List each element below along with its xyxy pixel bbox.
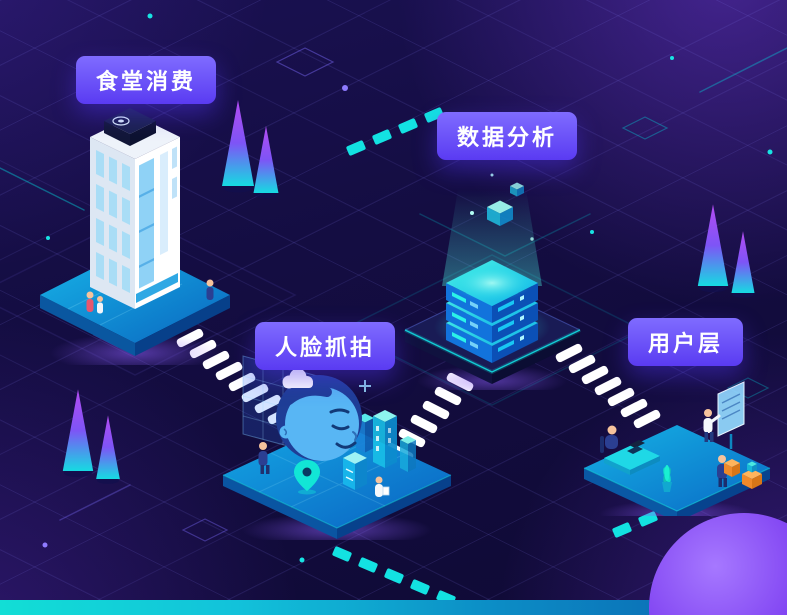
cloud-icon	[282, 368, 313, 389]
light-beam	[442, 189, 542, 286]
desk-with-person	[600, 425, 660, 475]
right-face-windows	[136, 146, 178, 304]
server-stack-icon	[446, 260, 538, 363]
teal-dash-line-top-icon	[345, 106, 445, 157]
floating-cubes-icon	[470, 173, 534, 241]
face-capture-illustration	[222, 355, 452, 540]
presenter-person	[703, 409, 721, 442]
teal-dash-line-bottom-icon	[331, 545, 457, 607]
file-cabinet	[343, 452, 367, 490]
plant	[662, 465, 672, 492]
roof-sign	[104, 108, 156, 146]
user-layer-illustration	[583, 381, 771, 516]
canteen-building-illustration	[40, 108, 230, 365]
sparkle-plus-icon	[359, 380, 371, 392]
presentation-screen	[717, 381, 745, 449]
face-scan-icon	[276, 375, 362, 461]
people	[258, 442, 390, 497]
left-face-windows	[96, 149, 130, 293]
data-analysis-server-illustration	[404, 173, 581, 390]
label-face-capture: 人脸抓拍	[255, 322, 396, 370]
label-data-analysis: 数据分析	[437, 112, 578, 160]
label-user-layer: 用户层	[628, 318, 744, 366]
bottom-teal-bar	[0, 600, 787, 615]
skyline-buildings	[356, 410, 416, 472]
person-carrying-box	[717, 455, 740, 487]
people	[86, 279, 214, 314]
building-icon	[90, 108, 180, 309]
label-canteen-consumption: 食堂消费	[76, 56, 217, 104]
location-pin-icon	[294, 460, 320, 495]
box-stack	[742, 461, 762, 489]
